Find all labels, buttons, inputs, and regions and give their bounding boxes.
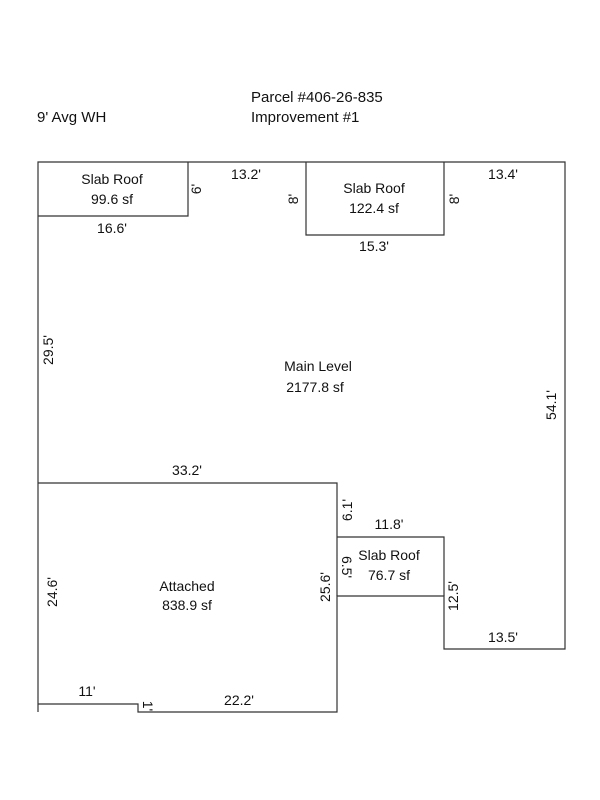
dim-slab-mid-bottom: 15.3' <box>359 238 389 254</box>
dim-left-lower: 24.6' <box>44 577 60 607</box>
dim-top-middle: 13.2' <box>231 166 261 182</box>
attached-outline <box>38 482 338 596</box>
dim-right-side: 54.1' <box>543 390 559 420</box>
dim-attached-right-side: 25.6' <box>317 572 333 602</box>
dim-slab-low-right-side: 12.5' <box>445 581 461 611</box>
attached-area: 838.9 sf <box>162 597 212 613</box>
dim-slab-low-top: 11.8' <box>375 516 404 532</box>
slab-roof-left-area: 99.6 sf <box>91 191 133 207</box>
main-level-label: Main Level <box>284 358 352 374</box>
slab-roof-low-area: 76.7 sf <box>368 567 410 583</box>
main-level-outline <box>37 161 566 713</box>
wall-height-note: 9' Avg WH <box>37 109 106 126</box>
dim-small-step: 1' <box>140 701 156 711</box>
dim-slab-left-bottom: 16.6' <box>97 220 127 236</box>
dim-top-right: 13.4' <box>488 166 518 182</box>
dim-bottom-left: 11' <box>78 683 95 699</box>
slab-roof-mid-label: Slab Roof <box>343 180 405 196</box>
slab-roof-mid-outline <box>305 162 445 236</box>
slab-roof-mid-area: 122.4 sf <box>349 200 399 216</box>
main-level-area: 2177.8 sf <box>286 379 344 395</box>
attached-label: Attached <box>159 578 214 594</box>
slab-roof-left-outline <box>38 162 189 217</box>
dim-slab-left-side: 6' <box>188 184 204 194</box>
dim-bottom-right: 13.5' <box>488 629 518 645</box>
slab-roof-low-label: Slab Roof <box>358 547 420 563</box>
improvement-number: Improvement #1 <box>251 109 359 126</box>
parcel-number: Parcel #406-26-835 <box>251 89 383 106</box>
slab-roof-left-label: Slab Roof <box>81 171 143 187</box>
slab-roof-low-outline <box>337 536 445 596</box>
dim-bottom-middle: 22.2' <box>224 692 254 708</box>
dim-slab-mid-left-side: 8' <box>285 194 301 204</box>
dim-slab-low-left-side: 6.5' <box>339 556 355 578</box>
dim-slab-mid-right-side: 8' <box>446 194 462 204</box>
dim-left-upper: 29.5' <box>40 335 56 365</box>
dim-notch-upper: 6.1' <box>339 499 355 521</box>
dim-attached-top: 33.2' <box>172 462 202 478</box>
